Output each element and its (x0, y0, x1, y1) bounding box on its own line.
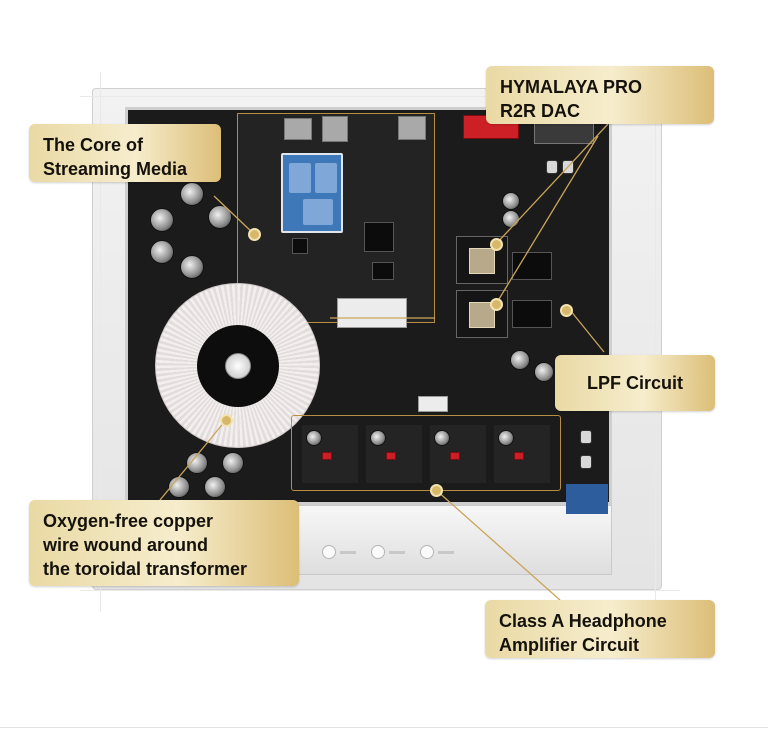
front-button-label-mark (340, 551, 356, 554)
network-port (398, 116, 426, 140)
front-button (322, 545, 336, 559)
capacitor (510, 350, 530, 370)
marker-dot-headphone-amp (430, 484, 443, 497)
callout-text: the toroidal transformer (43, 559, 248, 579)
capacitor (204, 476, 226, 498)
front-button (420, 545, 434, 559)
callout-text: Oxygen-free copper (43, 511, 214, 531)
sketch-line (100, 72, 101, 612)
headphone-amp-outline (291, 415, 561, 491)
capacitor (534, 362, 554, 382)
marker-dot-streaming (248, 228, 261, 241)
capacitor (580, 455, 592, 469)
sketch-line (80, 590, 680, 591)
sketch-line (80, 96, 680, 97)
capacitor (208, 205, 232, 229)
marker-dot-lpf (560, 304, 573, 317)
marker-dot-dac-2 (490, 298, 503, 311)
capacitor (580, 430, 592, 444)
ic-chip (372, 262, 394, 280)
capacitor (370, 430, 386, 446)
lpf-chip (512, 252, 552, 280)
capacitor (180, 182, 204, 206)
sketch-line (655, 72, 656, 612)
capacitor (150, 208, 174, 232)
capacitor (150, 240, 174, 264)
capacitor (180, 255, 204, 279)
marker-dot-dac-1 (490, 238, 503, 251)
capacitor (222, 452, 244, 474)
callout-streaming-core: The Core of Streaming Media (29, 124, 221, 182)
callout-dac: HYMALAYA PRO R2R DAC (486, 66, 714, 124)
capacitor (306, 430, 322, 446)
capacitor (502, 210, 520, 228)
callout-text: HYMALAYA PRO (500, 77, 643, 97)
power-module (566, 484, 608, 514)
callout-text: wire wound around (43, 535, 208, 555)
front-button-label-mark (438, 551, 454, 554)
callout-text: Amplifier Circuit (499, 635, 640, 655)
capacitor (562, 160, 574, 174)
front-button-label-mark (389, 551, 405, 554)
marker-dot-transformer (220, 414, 233, 427)
wifi-module (281, 153, 343, 233)
callout-text: R2R DAC (500, 101, 581, 121)
capacitor (186, 452, 208, 474)
amp-transistor (386, 452, 396, 460)
callout-text: The Core of (43, 135, 144, 155)
bottom-divider (0, 727, 768, 728)
ic-chip (292, 238, 308, 254)
capacitor (502, 192, 520, 210)
amp-transistor (514, 452, 524, 460)
dac-resistor-module (456, 290, 508, 338)
front-button (371, 545, 385, 559)
callout-text: Streaming Media (43, 159, 188, 179)
callout-text: LPF Circuit (586, 373, 683, 393)
lpf-chip (512, 300, 552, 328)
usb-port (322, 116, 348, 142)
callout-lpf: LPF Circuit (555, 355, 715, 411)
transformer-bolt (225, 353, 251, 379)
amp-transistor (322, 452, 332, 460)
callout-transformer: Oxygen-free copper wire wound around the… (29, 500, 299, 586)
capacitor (498, 430, 514, 446)
processor-chip (364, 222, 394, 252)
callout-text: Class A Headphone (499, 611, 667, 631)
board-connector (337, 298, 407, 328)
capacitor (168, 476, 190, 498)
capacitor (546, 160, 558, 174)
amp-transistor (450, 452, 460, 460)
callout-headphone-amp: Class A Headphone Amplifier Circuit (485, 600, 715, 658)
capacitor (434, 430, 450, 446)
usb-port (284, 118, 312, 140)
board-connector (418, 396, 448, 412)
